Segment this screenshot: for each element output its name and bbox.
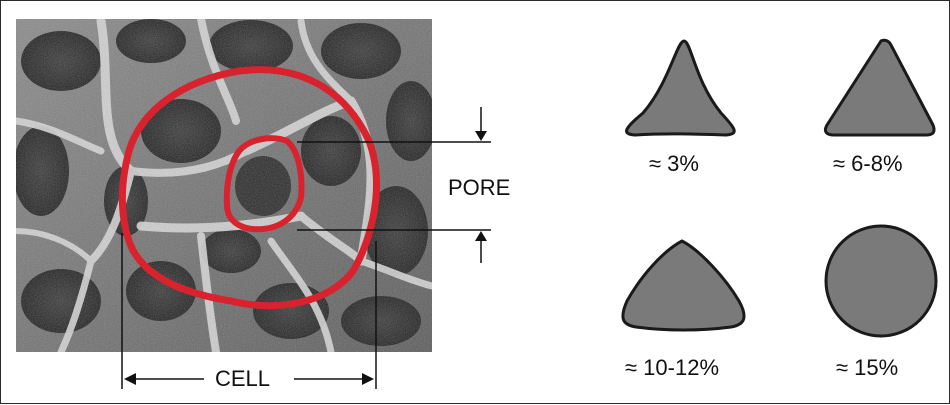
cell-left-arrowhead xyxy=(124,373,136,385)
shape-value-circle: ≈ 15% xyxy=(836,357,898,379)
strut-shapes xyxy=(623,40,936,336)
convex-triangle-shape xyxy=(623,241,744,330)
pore-label: PORE xyxy=(448,177,510,199)
shape-value-convex-triangle: ≈ 10-12% xyxy=(625,357,719,379)
shape-value-triangle: ≈ 6-8% xyxy=(833,153,903,175)
pore-top-arrowhead xyxy=(475,131,487,141)
concave-triangle-shape xyxy=(627,41,735,135)
cell-label: CELL xyxy=(215,368,270,390)
circle-shape xyxy=(826,226,936,336)
cell-right-arrowhead xyxy=(362,373,374,385)
shape-value-concave-triangle: ≈ 3% xyxy=(649,153,699,175)
triangle-shape xyxy=(825,40,934,135)
pore-bottom-arrowhead xyxy=(475,231,487,241)
